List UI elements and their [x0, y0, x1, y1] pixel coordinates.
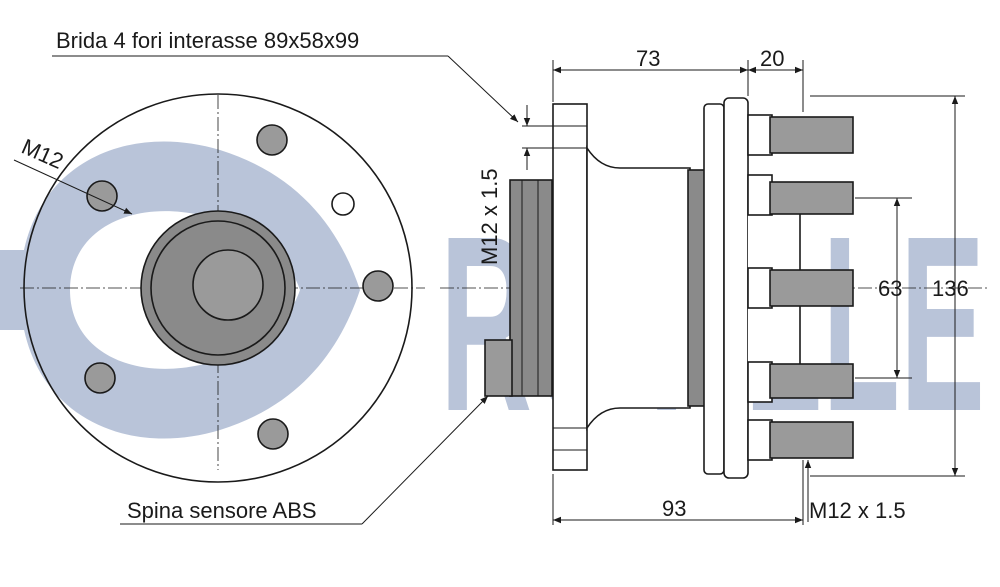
bolt-hole-4 — [84, 362, 116, 394]
stud-5-thread — [769, 421, 854, 459]
front-flange-outline — [23, 93, 413, 483]
dimension-lines: 73 20 93 63 136 M12 x 1.5 M12 x 1.5 Brid… — [52, 28, 969, 525]
stud-3 — [747, 267, 773, 309]
hub-body — [586, 145, 691, 431]
dim-63: 63 — [878, 276, 902, 301]
front-hub-ring — [150, 220, 286, 356]
dim-73: 73 — [636, 46, 660, 71]
bolt-hole-1 — [256, 124, 288, 156]
wheel-studs — [747, 114, 854, 461]
stud-3-thread — [769, 269, 854, 307]
stud-2 — [747, 174, 773, 216]
wheel-flange — [723, 97, 749, 479]
abs-pin-label: Spina sensore ABS — [127, 498, 317, 523]
watermark-bar-left — [0, 250, 40, 330]
stud-5 — [747, 419, 773, 461]
stud-4 — [747, 361, 773, 403]
stud-4-thread — [769, 363, 854, 399]
bolt-size-label: M12 — [18, 134, 67, 174]
stud-1 — [747, 114, 773, 156]
abs-tone-ring — [509, 179, 553, 397]
side-flange — [552, 103, 588, 471]
small-hole — [331, 192, 355, 216]
stud-2-thread — [769, 181, 854, 215]
dim-136: 136 — [932, 276, 969, 301]
side-view — [440, 97, 990, 479]
bolt-hole-3 — [362, 270, 394, 302]
dim-20: 20 — [760, 46, 784, 71]
abs-sensor-pin — [484, 339, 513, 397]
dim-93: 93 — [662, 496, 686, 521]
front-hub-center — [192, 249, 264, 321]
thread-side-label: M12 x 1.5 — [477, 168, 502, 265]
bolt-hole-5 — [257, 418, 289, 450]
wheel-flange-inner — [703, 103, 725, 475]
thread-bottom-label: M12 x 1.5 — [809, 498, 906, 523]
flange-label: Brida 4 fori interasse 89x58x99 — [56, 28, 359, 53]
stud-1-thread — [769, 116, 854, 154]
